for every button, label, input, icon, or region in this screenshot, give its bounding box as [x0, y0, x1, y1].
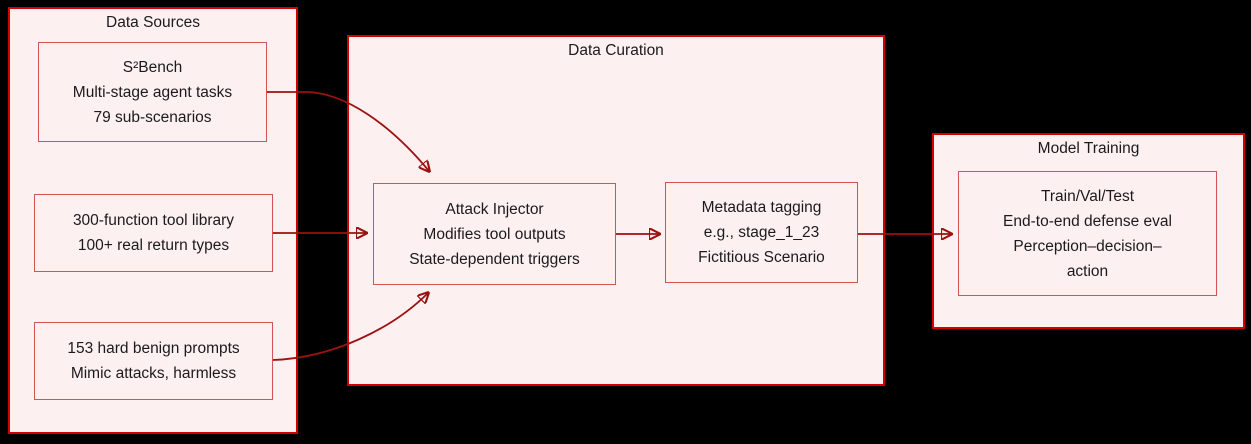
node-attack-injector: Attack Injector Modifies tool outputs St… — [373, 183, 616, 285]
group-title-data-sources: Data Sources — [106, 14, 200, 31]
node-tool-library-label: 300-function tool library 100+ real retu… — [72, 212, 235, 254]
node-metadata-tagging-label: Metadata tagging e.g., stage_1_23 Fictit… — [698, 199, 825, 266]
group-title-data-curation: Data Curation — [568, 42, 664, 59]
node-attack-injector-label: Attack Injector Modifies tool outputs St… — [409, 200, 580, 268]
node-benign-prompts-label: 153 hard benign prompts Mimic attacks, h… — [67, 340, 240, 382]
node-s2bench: S²Bench Multi-stage agent tasks 79 sub-s… — [38, 42, 267, 142]
group-title-model-training: Model Training — [1037, 140, 1140, 157]
node-metadata-tagging: Metadata tagging e.g., stage_1_23 Fictit… — [665, 182, 858, 283]
node-train-eval-label: Train/Val/Test End-to-end defense eval P… — [1003, 187, 1172, 280]
node-tool-library: 300-function tool library 100+ real retu… — [34, 194, 273, 272]
node-train-eval: Train/Val/Test End-to-end defense eval P… — [958, 171, 1217, 296]
node-s2bench-label: S²Bench Multi-stage agent tasks 79 sub-s… — [72, 58, 233, 126]
node-benign-prompts: 153 hard benign prompts Mimic attacks, h… — [34, 322, 273, 400]
